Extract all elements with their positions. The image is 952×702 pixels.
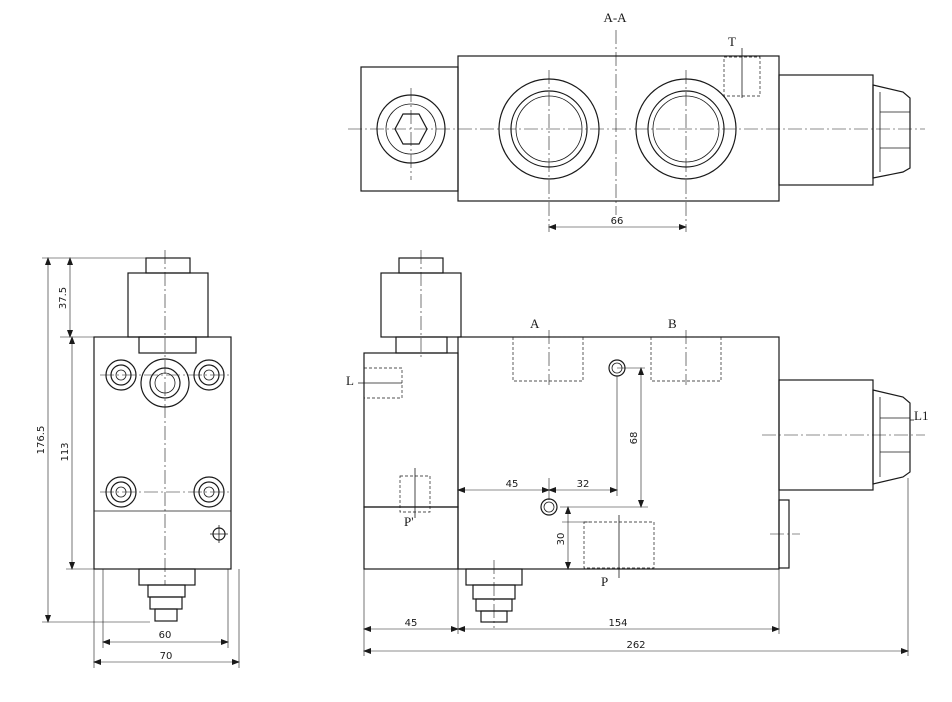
dim-37-5: 37.5 <box>58 287 69 309</box>
dim-30: 30 <box>556 533 567 546</box>
dim-70: 70 <box>160 651 173 662</box>
label-port-l: L <box>346 373 354 388</box>
hex-nut-icon <box>394 113 428 145</box>
side-bolt-holes <box>100 359 230 508</box>
dim-113: 113 <box>60 442 71 461</box>
label-port-b: B <box>668 316 677 331</box>
front-view: A B L P' P 68 45 32 30 <box>346 250 928 656</box>
label-port-l1: L1 <box>914 408 928 423</box>
label-port-a: A <box>530 316 540 331</box>
front-left-flange <box>363 352 459 508</box>
label-port-p-prime: P' <box>404 514 414 529</box>
label-port-t: T <box>728 34 736 49</box>
front-port-a <box>512 336 584 382</box>
top-cartridge-cap <box>872 84 911 179</box>
dim-262: 262 <box>626 640 645 651</box>
dim-45-bottom: 45 <box>405 618 418 629</box>
section-title: A-A <box>603 10 627 25</box>
side-center-port <box>140 358 190 408</box>
top-view: A-A T 66 <box>348 10 925 232</box>
label-port-p: P <box>601 574 608 589</box>
dim-154: 154 <box>608 618 627 629</box>
dim-32: 32 <box>577 479 590 490</box>
front-main-body <box>457 336 780 570</box>
dim-66: 66 <box>611 216 624 227</box>
side-view: 37.5 176.5 113 60 70 <box>36 250 240 668</box>
side-cartridge <box>127 272 209 338</box>
dim-68: 68 <box>629 432 640 445</box>
top-cartridge <box>778 74 874 186</box>
dim-176-5: 176.5 <box>36 426 47 455</box>
top-main-body <box>457 55 780 202</box>
dim-60: 60 <box>159 630 172 641</box>
dim-45-front: 45 <box>506 479 519 490</box>
